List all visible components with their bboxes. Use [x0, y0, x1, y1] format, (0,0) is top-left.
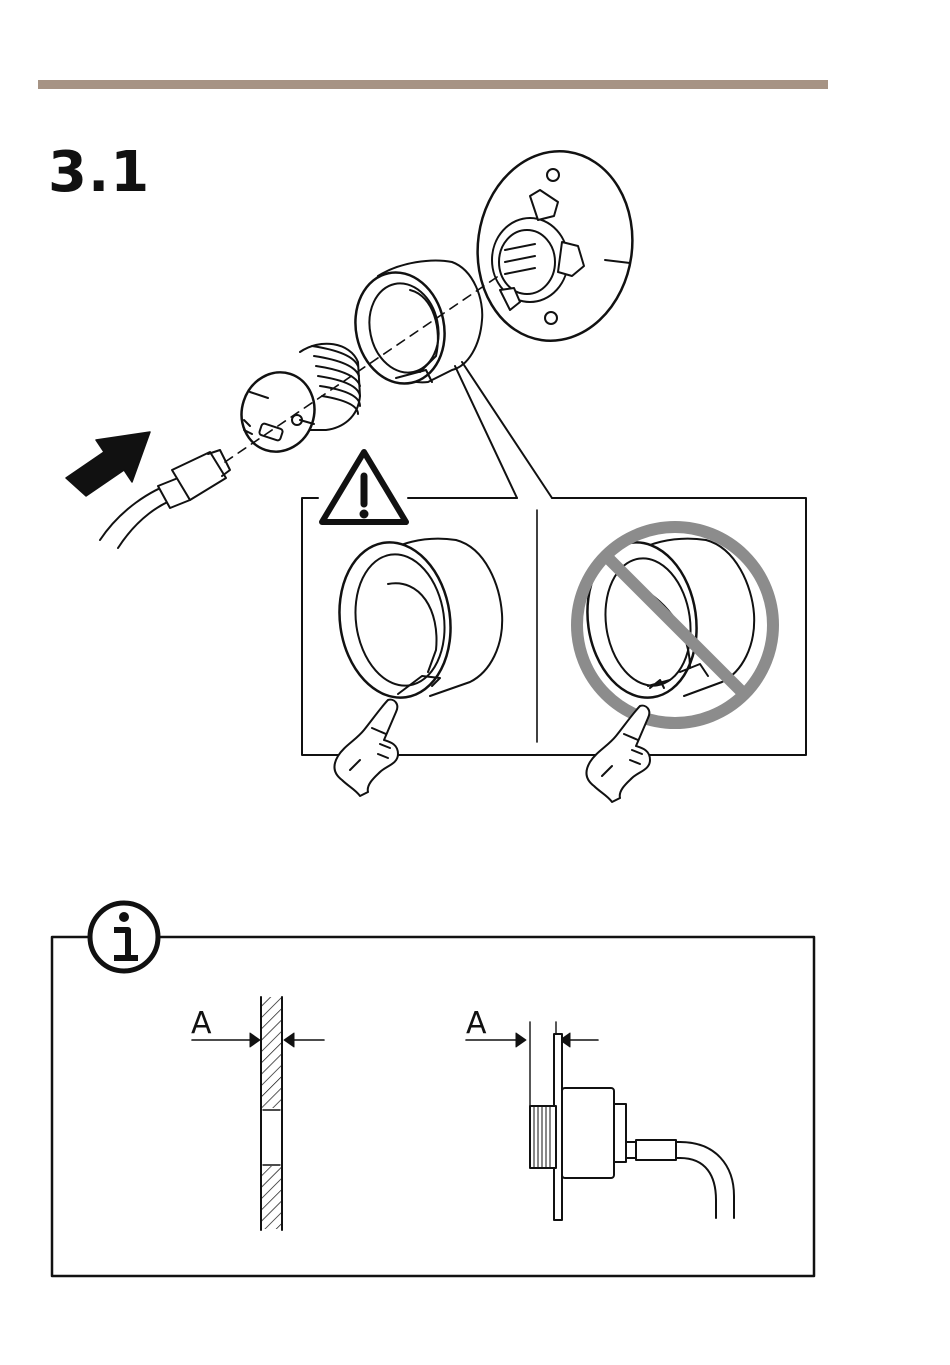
pointing-hand-icon: [587, 706, 650, 802]
info-note-box: [52, 903, 814, 1276]
collar-correct: [330, 535, 503, 705]
info-icon: [90, 903, 158, 971]
installed-connector-diagram: [466, 1022, 734, 1220]
wall-thickness-diagram: [192, 997, 324, 1230]
connector-body: [231, 344, 360, 461]
threaded-collar: [345, 261, 482, 392]
dimension-label-a: A: [191, 1006, 212, 1041]
detail-box: [302, 452, 806, 802]
pointing-hand-icon: [335, 700, 398, 796]
push-arrow-icon: [66, 432, 150, 496]
warning-icon: [322, 452, 406, 522]
dimension-label-a: A: [466, 1006, 487, 1041]
mounting-plate: [466, 141, 645, 351]
